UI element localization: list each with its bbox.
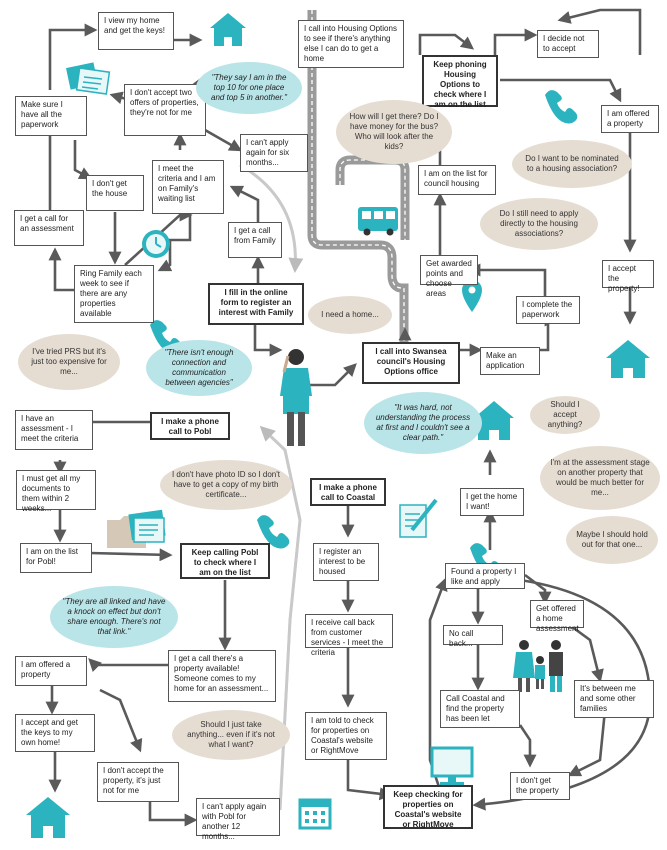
quote-linked: "They are all linked and have a knock on… [50,586,178,648]
calendar-icon [298,798,332,830]
register-online-box: I fill in the online form to register an… [208,283,304,325]
house-icon [606,340,650,378]
keep-calling-box: Keep calling Pobl to check where I am on… [180,543,270,579]
pobl-list-box: I am on the list for Pobl! [20,543,92,573]
awarded-points-box: Get awarded points and choose areas [420,255,478,298]
keep-phoning-box: Keep phoning Housing Options to check wh… [422,55,498,109]
offered-property-box: I am offered a property [601,105,659,133]
documents-box: I must get all my documents to them with… [16,470,96,513]
no-photo-bubble: I don't have photo ID so I don't have to… [160,460,292,510]
computer-icon [430,746,474,785]
told-check-box: I am told to check for properties on Coa… [305,712,387,760]
cant-apply-six-box: I can't apply again for six months... [240,134,308,172]
house-icon [26,797,70,838]
phone-pobl-box: I make a phone call to Pobl [150,412,230,440]
person-figure [280,349,312,446]
pobl-assessment-box: I have an assessment - I meet the criter… [15,410,93,450]
met-criteria-box: I meet the criteria and I am on Family's… [152,160,224,214]
quote-connection: "There isn't enough connection and commu… [146,340,252,396]
register-coastal-box: I register an interest to be housed [313,543,379,581]
bus-bubble: How will I get there? Do I have money fo… [336,100,452,164]
call-available-box: I get a call there's a property availabl… [168,650,276,702]
documents-icon [66,62,111,95]
return-arrow-pobl [259,425,302,811]
find-let-box: Call Coastal and find the property has b… [440,690,520,728]
dont-get-coastal-box: I don't get the property [510,772,570,800]
just-take-bubble: Should I just take anything... even if i… [172,710,290,760]
call-housing-options-box: I call into Housing Options to see if th… [298,20,404,68]
get-home-box: I get the home I want! [460,488,524,516]
call-assessment-box: I get a call for an assessment [14,210,84,246]
nominated-bubble: Do I want to be nominated to a housing a… [512,140,632,188]
ring-family-box: Ring Family each week to see if there ar… [74,265,154,323]
complete-paperwork-box: I complete the paperwork [516,296,580,324]
need-home-bubble: I need a home... [308,296,392,334]
quote-top10: "They say I am in the top 10 for one pla… [196,62,302,114]
location-pin-icon [462,280,482,312]
dont-accept-two-box: I don't accept two offers of properties,… [124,84,206,136]
phone-icon [257,515,290,549]
make-application-box: Make an application [480,347,540,375]
phone-icon [545,90,578,124]
prs-bubble: I've tried PRS but it's just too expensi… [18,334,120,390]
assessment-stage-bubble: I'm at the assessment stage on another p… [540,446,660,510]
no-call-back-box: No call back... [443,625,503,648]
phone-coastal-box: I make a phone call to Coastal [310,478,386,506]
clock-icon [142,230,170,258]
house-icon [210,13,246,46]
quote-hard: "It was hard, not understanding the proc… [364,392,482,454]
hold-out-bubble: Maybe I should hold out for that one... [566,516,658,564]
apply-direct-bubble: Do I still need to apply directly to the… [480,198,598,250]
accept-keys-box: I accept and get the keys to my own home… [15,714,95,752]
return-arrow-family [239,163,304,273]
family-figures [513,640,563,692]
council-list-box: I am on the list for council housing [418,165,496,195]
accept-property-box: I accept the property! [602,260,654,293]
view-home-box: I view my home and get the keys! [98,12,174,50]
keep-checking-box: Keep checking for properties on Coastal'… [383,785,473,829]
call-swansea-box: I call into Swansea council's Housing Op… [362,342,460,384]
between-families-box: It's between me and some other families [574,680,654,718]
offered-assessment-box: Get offered a home assessment [530,600,584,633]
decide-not-box: I decide not to accept [537,30,599,58]
found-property-box: Found a property I like and apply [445,563,525,589]
pencil-icon [399,498,438,538]
dont-accept-pobl-box: I don't accept the property, it's just n… [97,762,179,802]
call-from-family-box: I get a call from Family [228,222,282,258]
house-icon [474,401,514,440]
paperwork-box: Make sure I have all the paperwork [15,96,87,136]
call-back-box: I receive call back from customer servic… [305,614,393,657]
cant-apply-twelve-box: I can't apply again with Pobl for anothe… [196,798,280,841]
should-accept-bubble: Should I accept anything? [530,396,600,434]
dont-get-house-box: I don't get the house [86,175,144,211]
bus-icon [358,207,398,236]
pobl-offered-box: I am offered a property [15,656,87,686]
folder-icon [107,509,166,548]
